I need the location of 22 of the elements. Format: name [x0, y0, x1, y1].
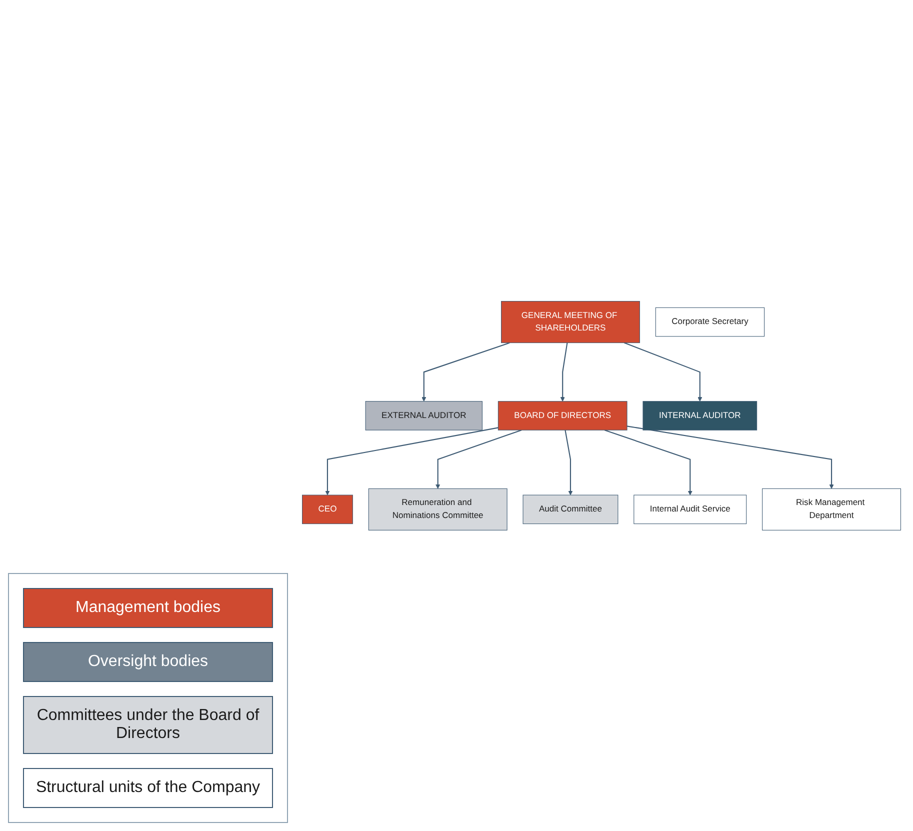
- node-box: INTERNAL AUDITOR: [642, 400, 758, 430]
- node-box: Corporate Secretary: [655, 307, 765, 336]
- node-box: Risk Management Department: [762, 488, 901, 530]
- legend-item: Committees under the Board of Directors: [23, 696, 273, 754]
- node-box: Remuneration and Nominations Committee: [368, 488, 508, 530]
- arrow: [436, 429, 522, 489]
- arrow: [325, 426, 498, 496]
- node-box: BOARD OF DIRECTORS: [498, 400, 628, 430]
- node-box: GENERAL MEETING OF SHAREHOLDERS: [501, 300, 640, 343]
- arrow: [564, 430, 573, 496]
- node-box: CEO: [302, 494, 353, 524]
- node-box: Audit Committee: [522, 494, 618, 524]
- arrow: [422, 342, 510, 402]
- legend-item: Structural units of the Company: [23, 768, 273, 808]
- arrow: [560, 342, 568, 402]
- arrow: [626, 425, 834, 489]
- arrow: [604, 429, 692, 496]
- legend-item: Oversight bodies: [23, 642, 273, 682]
- legend-item: Management bodies: [23, 588, 273, 628]
- node-box: EXTERNAL AUDITOR: [365, 400, 482, 430]
- node-box: Internal Audit Service: [634, 494, 747, 524]
- arrow: [624, 342, 702, 402]
